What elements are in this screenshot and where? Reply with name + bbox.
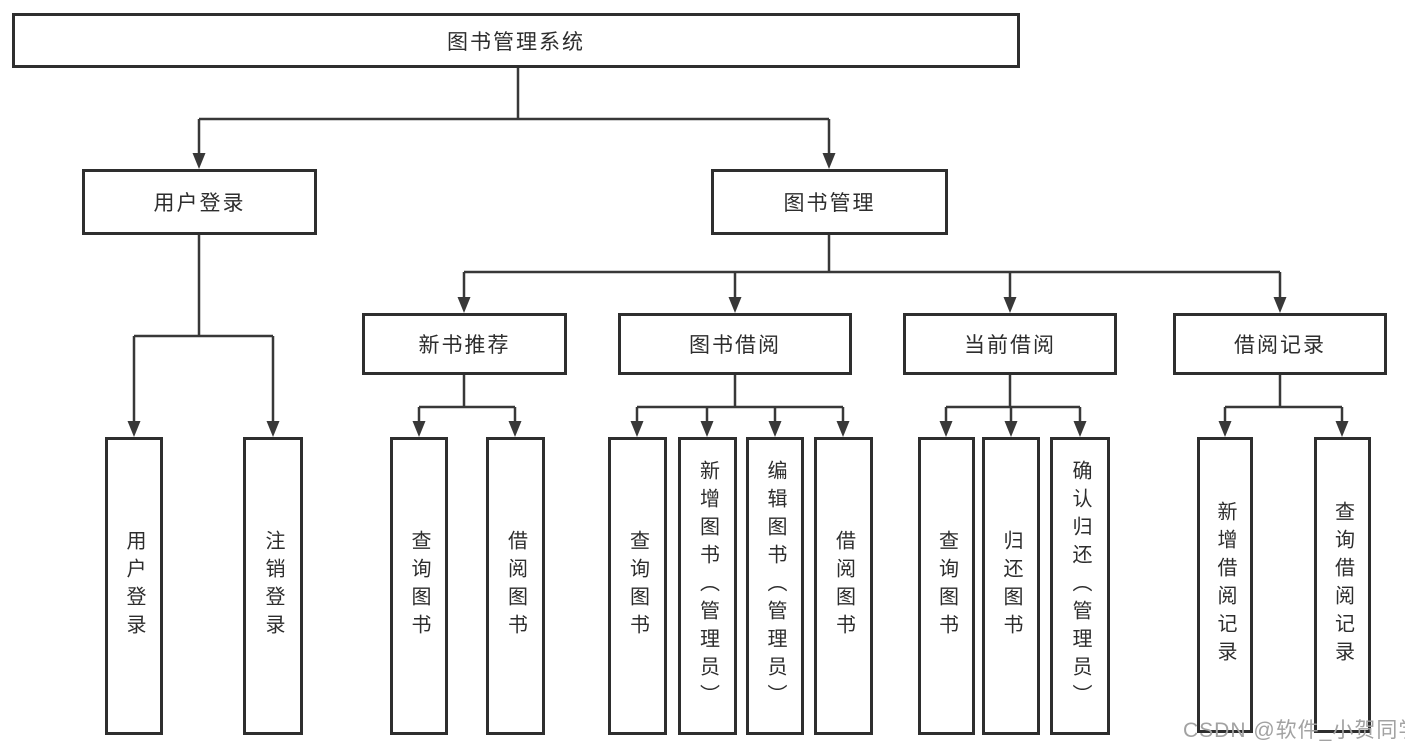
node-label: 查询图书 — [935, 530, 958, 642]
leaf-add-books-admin: 新增图书（管理员） — [678, 437, 737, 735]
connector-user-login-to-leaves — [127, 235, 280, 437]
node-new-book-recommend: 新书推荐 — [362, 313, 567, 375]
leaf-edit-books-admin: 编辑图书（管理员） — [746, 437, 804, 735]
node-book-borrow: 图书借阅 — [618, 313, 852, 375]
leaf-logout: 注销登录 — [243, 437, 303, 735]
node-label: 查询借阅记录 — [1331, 501, 1354, 669]
node-label: 查询图书 — [408, 530, 430, 642]
node-label: 图书借阅 — [689, 334, 781, 357]
node-label: 借阅图书 — [504, 530, 527, 642]
connector-root-to-level2 — [192, 68, 836, 169]
node-label: 借阅记录 — [1234, 334, 1326, 357]
node-label: 图书管理 — [783, 192, 876, 215]
node-label: 查询图书 — [626, 530, 649, 642]
node-label: 当前借阅 — [964, 334, 1056, 357]
node-current-borrow: 当前借阅 — [903, 313, 1117, 375]
node-label: 新增图书（管理员） — [696, 460, 719, 712]
leaf-add-borrow-record: 新增借阅记录 — [1197, 437, 1253, 733]
leaf-query-borrow-record: 查询借阅记录 — [1314, 437, 1371, 733]
csdn-watermark: CSDN @软件_小贺同学 — [1183, 719, 1405, 742]
node-borrow-records: 借阅记录 — [1173, 313, 1387, 375]
node-label: 用户登录 — [153, 192, 246, 215]
node-label: 归还图书 — [1000, 530, 1022, 642]
node-book-management: 图书管理 — [711, 169, 948, 235]
node-label: 确认归还（管理员） — [1069, 460, 1091, 712]
node-label: 图书管理系统 — [447, 30, 585, 54]
connector-book-management-to-level3 — [457, 235, 1287, 313]
node-label: 新增借阅记录 — [1214, 501, 1236, 669]
leaf-return-books: 归还图书 — [982, 437, 1040, 735]
node-label: 注销登录 — [262, 530, 284, 642]
node-library-management-system: 图书管理系统 — [12, 13, 1020, 68]
leaf-user-login: 用户登录 — [105, 437, 163, 735]
connector-new-books-to-leaves — [412, 375, 522, 437]
node-label: 编辑图书（管理员） — [764, 460, 786, 712]
connector-book-borrow-to-leaves — [630, 375, 850, 437]
leaf-query-books-recommend: 查询图书 — [390, 437, 448, 735]
connector-borrow-records-to-leaves — [1218, 375, 1349, 437]
leaf-query-books-borrow: 查询图书 — [608, 437, 667, 735]
node-label: 新书推荐 — [418, 334, 511, 357]
leaf-borrow-books-recommend: 借阅图书 — [486, 437, 545, 735]
leaf-query-books-current: 查询图书 — [918, 437, 975, 735]
node-label: 用户登录 — [123, 530, 145, 642]
leaf-borrow-books: 借阅图书 — [814, 437, 873, 735]
connector-current-borrow-to-leaves — [939, 375, 1087, 437]
node-label: 借阅图书 — [832, 530, 855, 642]
node-user-login: 用户登录 — [82, 169, 317, 235]
leaf-confirm-return-admin: 确认归还（管理员） — [1050, 437, 1110, 735]
